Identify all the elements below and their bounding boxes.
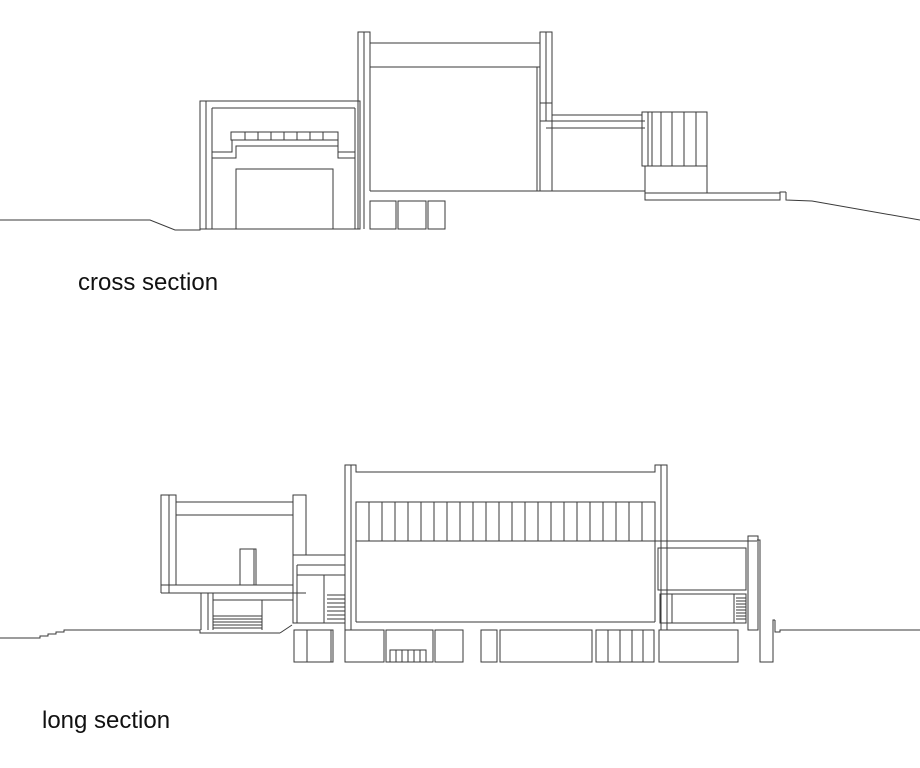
cross-central-block (358, 32, 552, 229)
long-section-drawing (0, 465, 920, 662)
long-foundation-2 (345, 630, 384, 662)
long-central-hall (345, 465, 667, 630)
cross-foundation-1 (370, 201, 396, 229)
cross-right-fins (642, 112, 707, 166)
long-foundation-7 (596, 630, 654, 662)
long-left-block (161, 495, 306, 593)
long-foundation-4 (435, 630, 463, 662)
cross-section-caption: cross section (78, 269, 219, 296)
long-hall-fins (369, 502, 642, 541)
cross-ground-line (0, 220, 200, 230)
cross-opening (236, 169, 333, 229)
cross-left-block (200, 101, 360, 229)
long-foundation-1 (294, 630, 333, 662)
long-foundation-6 (500, 630, 592, 662)
cross-ground-line-right (786, 192, 920, 220)
long-ground-line-right (775, 620, 920, 632)
long-foundation-8 (659, 630, 738, 662)
cross-section-drawing (0, 32, 920, 230)
cross-foundation-2 (398, 201, 426, 229)
long-foundation-5 (481, 630, 497, 662)
cross-foundation-3 (428, 201, 445, 229)
long-section-caption: long section (42, 707, 171, 734)
long-ground-line (0, 630, 280, 638)
